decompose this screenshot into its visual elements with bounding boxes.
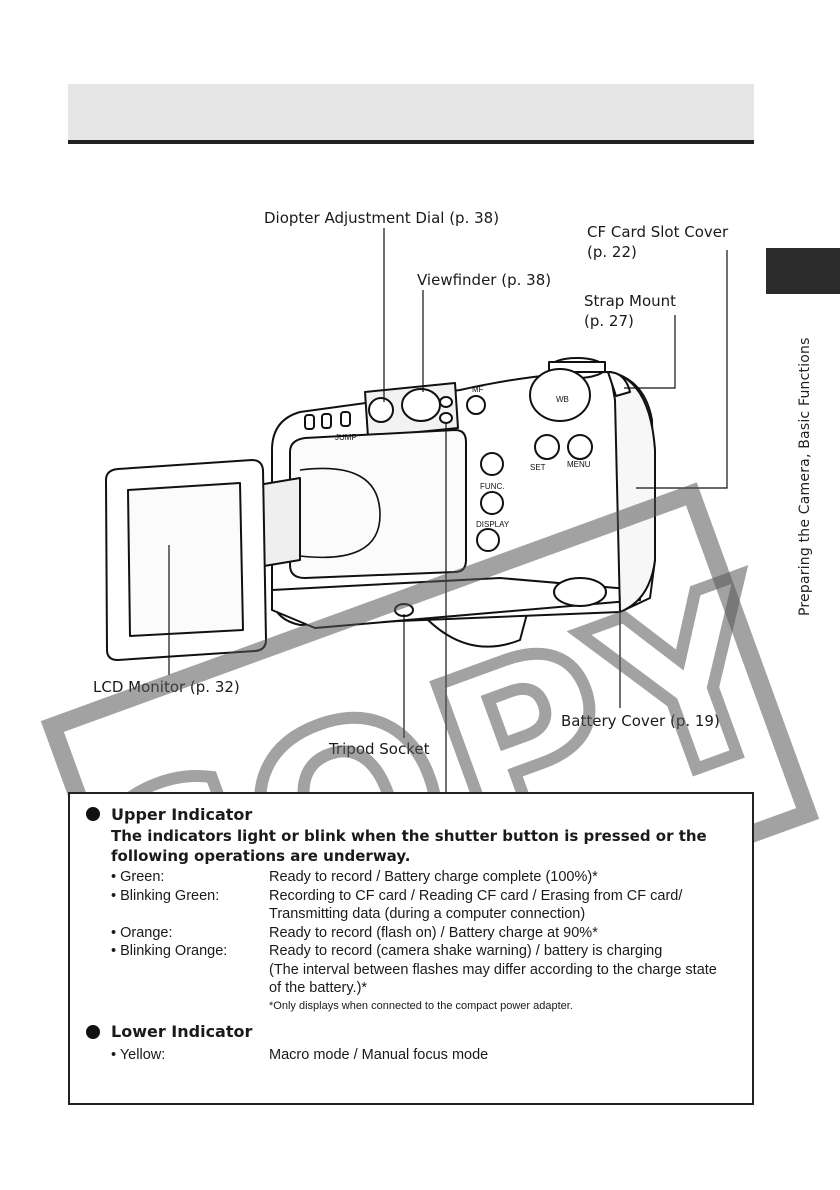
upper-indicator-states: • Green:Ready to record / Battery charge… bbox=[111, 868, 738, 998]
state-row: of the battery.)* bbox=[111, 979, 738, 998]
upper-indicator-heading: Upper Indicator bbox=[86, 802, 738, 826]
state-row: • Blinking Orange:Ready to record (camer… bbox=[111, 942, 738, 961]
cf-cover-label-1: CF Card Slot Cover bbox=[587, 222, 728, 242]
indicator-info-box: Upper Indicator The indicators light or … bbox=[68, 792, 754, 1105]
display-label: DISPLAY bbox=[476, 520, 510, 529]
upper-desc-line-1: The indicators light or blink when the s… bbox=[111, 826, 738, 846]
lower-indicator-heading: Lower Indicator bbox=[86, 1020, 738, 1044]
lower-indicator-states: • Yellow:Macro mode / Manual focus mode bbox=[111, 1046, 738, 1065]
state-row: • Yellow:Macro mode / Manual focus mode bbox=[111, 1046, 738, 1065]
cf-cover-label-2: (p. 22) bbox=[587, 242, 637, 262]
upper-indicator-description: The indicators light or blink when the s… bbox=[111, 826, 738, 866]
footnote: *Only displays when connected to the com… bbox=[269, 998, 738, 1014]
state-row: • Green:Ready to record / Battery charge… bbox=[111, 868, 738, 887]
strap-mount-label-1: Strap Mount bbox=[584, 291, 676, 311]
lcd-monitor-label: LCD Monitor (p. 32) bbox=[93, 677, 240, 697]
state-row: Transmitting data (during a computer con… bbox=[111, 905, 738, 924]
battery-cover-label: Battery Cover (p. 19) bbox=[561, 711, 720, 731]
state-row: • Orange:Ready to record (flash on) / Ba… bbox=[111, 924, 738, 943]
bullet-icon bbox=[86, 807, 100, 821]
func-label: FUNC. bbox=[480, 482, 504, 491]
state-row: (The interval between flashes may differ… bbox=[111, 961, 738, 980]
jump-label: JUMP bbox=[335, 433, 357, 442]
set-label: SET bbox=[530, 463, 546, 472]
diopter-dial-label: Diopter Adjustment Dial (p. 38) bbox=[264, 208, 499, 228]
viewfinder-label: Viewfinder (p. 38) bbox=[417, 270, 551, 290]
mf-label: MF bbox=[472, 385, 484, 394]
upper-desc-line-2: following operations are underway. bbox=[111, 846, 738, 866]
strap-mount-label-2: (p. 27) bbox=[584, 311, 634, 331]
upper-indicator-title: Upper Indicator bbox=[111, 805, 252, 824]
wb-label: WB bbox=[556, 395, 569, 404]
menu-label: MENU bbox=[567, 460, 591, 469]
state-row: • Blinking Green:Recording to CF card / … bbox=[111, 887, 738, 906]
bullet-icon bbox=[86, 1025, 100, 1039]
lower-indicator-title: Lower Indicator bbox=[111, 1022, 252, 1041]
tripod-socket-label: Tripod Socket bbox=[329, 739, 430, 759]
